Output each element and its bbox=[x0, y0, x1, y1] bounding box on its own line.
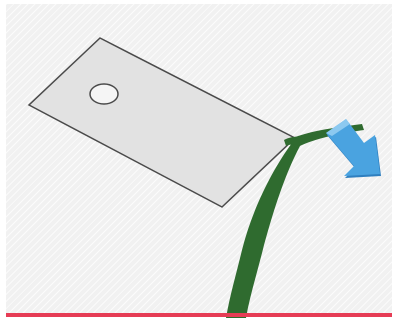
bottom-divider bbox=[6, 313, 392, 317]
tag-icon bbox=[29, 38, 295, 207]
eyelet-icon bbox=[90, 84, 118, 104]
